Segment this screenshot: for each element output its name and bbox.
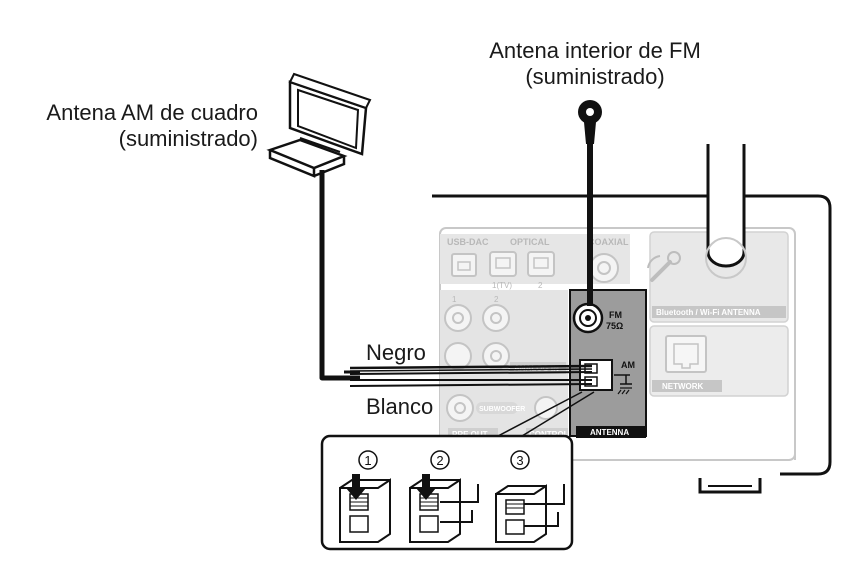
pre-out-label: PRE OUT <box>452 430 488 439</box>
network-port-icon <box>665 335 707 373</box>
fm-antenna-label: Antena interior de FM (suministrado) <box>470 38 720 90</box>
ground-icon <box>614 374 632 395</box>
antenna-terminal-box: FM 75Ω AM ANTENNA <box>569 289 647 438</box>
bt-wifi-label: Bluetooth / Wi-Fi ANTENNA <box>656 308 761 317</box>
optical-2-label: 2 <box>538 281 543 290</box>
step-1: 1 <box>339 450 391 543</box>
optical-port-1-icon <box>489 251 517 277</box>
fm-label: FM <box>609 310 622 320</box>
step-2-number-icon <box>430 450 450 470</box>
fm-indoor-antenna <box>578 100 602 306</box>
wifi-antenna-base <box>705 237 747 279</box>
am-antenna-label: Antena AM de cuadro (suministrado) <box>20 100 258 152</box>
optical-port-2-icon <box>527 251 555 277</box>
network-label: NETWORK <box>662 382 704 391</box>
analog-jack-2l-icon <box>482 304 510 332</box>
fm-antenna-cable <box>587 144 593 306</box>
analog-jack-2r-icon <box>482 342 510 370</box>
analog-2-label: 2 <box>494 295 499 304</box>
fm-antenna-label-line1: Antena interior de FM <box>489 38 701 63</box>
step-2-number: 2 <box>436 453 443 468</box>
usb-dac-label: USB-DAC <box>447 237 489 247</box>
step-2: 2 <box>409 450 479 543</box>
step-3: 3 <box>495 450 565 543</box>
am-antenna-label-line1: Antena AM de cuadro <box>46 100 258 125</box>
antenna-label: ANTENNA <box>590 428 629 437</box>
step-3-number-icon <box>510 450 530 470</box>
chassis-outline <box>432 194 832 476</box>
step-2-arrow-icon <box>416 474 436 500</box>
fm-antenna-label-line2: (suministrado) <box>525 64 665 89</box>
fm-ohm-label: 75Ω <box>606 321 623 331</box>
steps-inset: 1 2 <box>320 434 574 551</box>
wifi-antenna-rod <box>706 144 746 268</box>
blanco-label: Blanco <box>366 394 434 419</box>
am-antenna-cable <box>319 170 593 387</box>
coaxial-jack-icon <box>589 253 619 283</box>
bluetooth-wifi-icon <box>647 251 681 282</box>
analog-jack-1r-icon <box>444 342 472 370</box>
subwoofer-label: SUBWOOFER <box>479 406 525 413</box>
analog-1-label: 1 <box>452 295 457 304</box>
am-label: AM <box>621 360 635 370</box>
control-label: CONTROL <box>529 430 569 439</box>
step-3-number: 3 <box>516 453 523 468</box>
step-1-arrow-icon <box>346 474 366 500</box>
usb-port-icon <box>451 253 477 277</box>
optical-label: OPTICAL <box>510 237 550 247</box>
subwoofer-jack-icon <box>446 394 474 422</box>
step-1-number: 1 <box>364 453 371 468</box>
receiver-rear-panel: USB-DAC OPTICAL COAXIAL 1(TV) 2 1 2 <box>432 144 832 494</box>
analog-jack-1l-icon <box>444 304 472 332</box>
analog-in-label: ANALOG IN <box>514 364 559 373</box>
coaxial-label: COAXIAL <box>588 237 629 247</box>
inset-pointer-right <box>521 391 595 437</box>
optical-1-label: 1(TV) <box>492 281 512 290</box>
chassis-foot <box>698 478 762 494</box>
am-loop-antenna <box>266 72 372 178</box>
step-1-number-icon <box>358 450 378 470</box>
negro-label: Negro <box>366 340 426 365</box>
inset-pointer-left <box>497 391 583 437</box>
am-antenna-label-line2: (suministrado) <box>118 126 258 151</box>
